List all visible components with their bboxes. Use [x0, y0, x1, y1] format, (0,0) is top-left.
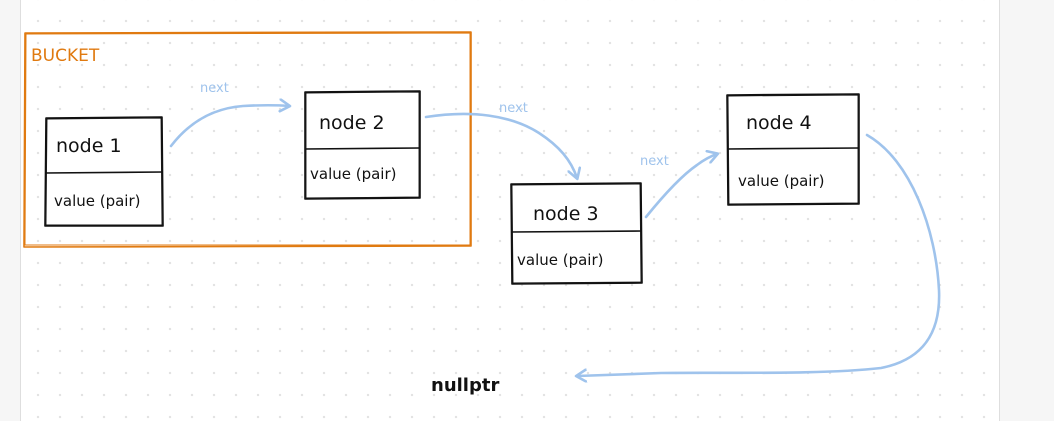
node-4: node 4 value (pair) — [726, 93, 860, 206]
nullptr-label: nullptr — [431, 375, 499, 396]
node-1-title: node 1 — [56, 135, 122, 157]
edge-node1-to-node2: next — [169, 81, 289, 148]
bucket-label: BUCKET — [31, 46, 100, 66]
node-2-value: value (pair) — [310, 165, 397, 183]
linked-list-diagram: BUCKET node 1 value (pair) node 2 value … — [23, 31, 941, 396]
node-2-title: node 2 — [319, 112, 385, 134]
bucket-frame: BUCKET — [23, 31, 472, 248]
node-3-value: value (pair) — [517, 251, 604, 269]
edge-node2-to-node3: next — [424, 101, 577, 178]
edge-3-label: next — [640, 154, 669, 169]
node-4-title: node 4 — [746, 112, 812, 134]
edge-1-label: next — [200, 81, 229, 96]
edge-node4-to-nullptr — [577, 133, 941, 376]
node-1-value: value (pair) — [54, 192, 141, 210]
node-1: node 1 value (pair) — [44, 116, 164, 227]
edge-2-label: next — [499, 101, 528, 116]
edge-node3-to-node4: next — [640, 154, 717, 219]
node-4-value: value (pair) — [738, 172, 825, 190]
node-3-title: node 3 — [533, 203, 599, 225]
node-2: node 2 value (pair) — [304, 90, 421, 200]
whiteboard-canvas: BUCKET node 1 value (pair) node 2 value … — [20, 0, 1000, 421]
node-3: node 3 value (pair) — [510, 182, 643, 285]
